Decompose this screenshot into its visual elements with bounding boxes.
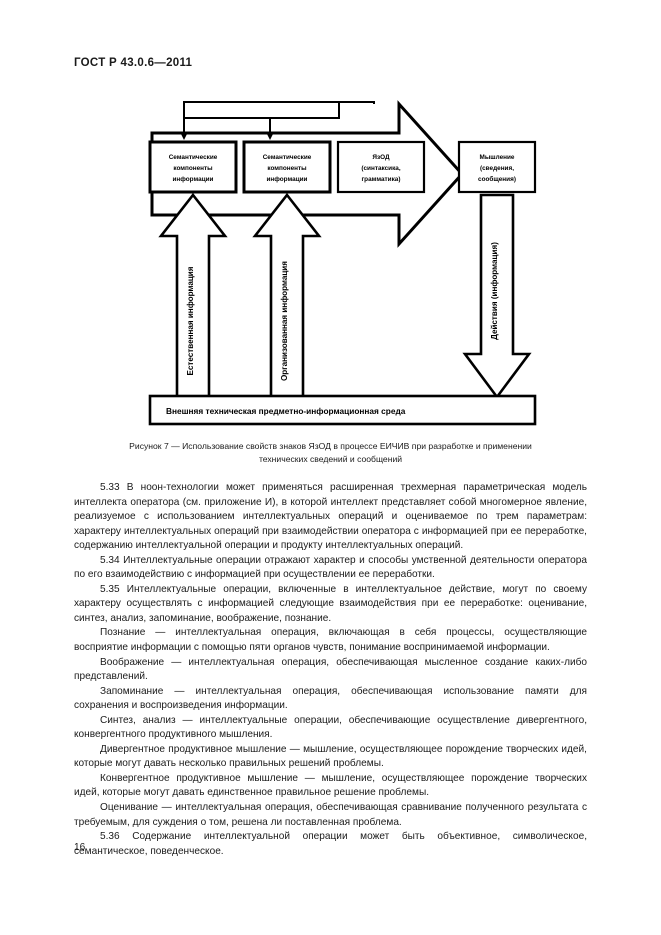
page-number: 16 — [74, 842, 86, 853]
figure-caption-line-2: технических сведений и сообщений — [258, 454, 403, 464]
paragraph-5-35: 5.35 Интеллектуальные операции, включенн… — [74, 583, 587, 624]
paragraph-poznanie: Познание — интеллектуальная операция, вк… — [74, 627, 587, 654]
paragraph-5-33: 5.33 В ноон-технологии может применяться… — [74, 482, 587, 552]
box2-line3: информации — [266, 176, 307, 183]
box2-line2: компоненты — [267, 165, 307, 172]
paragraph-konvergentnoe: Конвергентное продуктивное мышление — мы… — [74, 772, 587, 799]
arrow-organized-information: Организованная информация — [252, 192, 322, 403]
box1-line2: компоненты — [173, 165, 213, 172]
box4-line2: (сведения, — [480, 165, 514, 172]
box-semantic-components-2: Семантические компоненты информации — [242, 140, 332, 194]
box-yazod: ЯзОД (синтаксика, грамматика) — [336, 140, 426, 194]
arrow-label-natural-information: Естественная информация — [186, 266, 195, 375]
arrow-natural-information: Естественная информация — [158, 192, 228, 403]
box3-line3: грамматика) — [362, 176, 401, 183]
box2-line1: Семантические — [263, 154, 312, 161]
paragraph-zapominanie: Запоминание — интеллектуальная операция,… — [74, 685, 587, 712]
box1-line3: информации — [172, 176, 213, 183]
paragraph-voobrazhenie: Воображение — интеллектуальная операция,… — [74, 656, 587, 683]
paragraph-divergentnoe: Дивергентное продуктивное мышление — мыш… — [74, 743, 587, 770]
paragraph-sintez-analiz: Синтез, анализ — интеллектуальные операц… — [74, 714, 587, 741]
box3-line1: ЯзОД — [372, 154, 390, 161]
box-semantic-components-1: Семантические компоненты информации — [148, 140, 238, 194]
box1-line1: Семантические — [169, 154, 218, 161]
standard-number-header: ГОСТ Р 43.0.6—2011 — [74, 57, 193, 69]
box3-line2: (синтаксика, — [361, 165, 401, 172]
box4-line3: сообщения) — [478, 175, 516, 183]
arrow-label-actions-information: Действия (информация) — [490, 242, 499, 340]
paragraph-5-34: 5.34 Интеллектуальные операции отражают … — [74, 554, 587, 581]
box-thinking: Мышление (сведения, сообщения) — [457, 140, 537, 194]
feedback-lines — [180, 101, 375, 140]
figure-7-diagram: Семантические компоненты информации Сема… — [74, 96, 587, 431]
figure-caption: Рисунок 7 — Использование свойств знаков… — [74, 440, 587, 466]
box4-line1: Мышление — [480, 154, 515, 161]
paragraph-5-36: 5.36 Содержание интеллектуальной операци… — [74, 831, 587, 857]
paragraph-ocenivanie: Оценивание — интеллектуальная операция, … — [74, 802, 587, 828]
figure-caption-line-1: Рисунок 7 — Использование свойств знаков… — [129, 441, 532, 451]
environment-bar-label: Внешняя техническая предметно-информацио… — [166, 406, 406, 416]
body-text: 5.33 В ноон-технологии может применяться… — [74, 481, 587, 859]
arrow-actions-information: Действия (информация) — [462, 193, 532, 400]
environment-bar: Внешняя техническая предметно-информацио… — [148, 394, 537, 426]
arrow-label-organized-information: Организованная информация — [280, 261, 289, 381]
